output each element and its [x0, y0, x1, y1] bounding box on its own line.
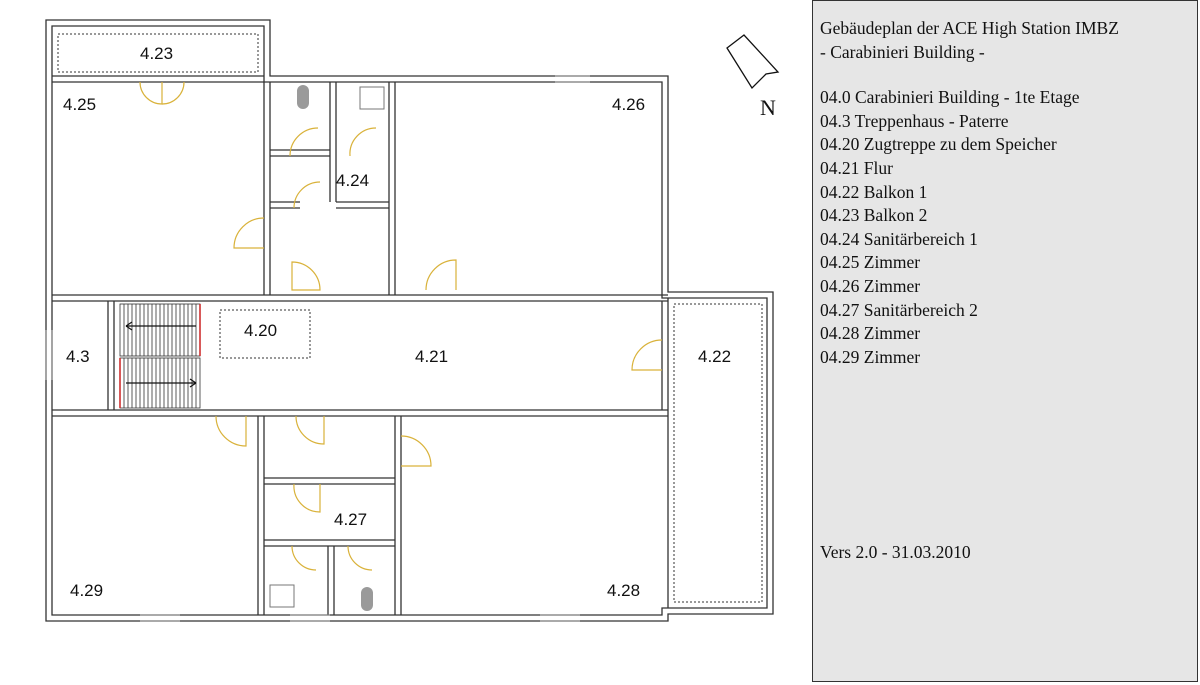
legend-version: Vers 2.0 - 31.03.2010 — [820, 542, 971, 562]
legend-item: 04.25 Zimmer — [820, 252, 921, 273]
room-label-4-22: 4.22 — [698, 347, 731, 366]
room-label-4-25: 4.25 — [63, 95, 96, 114]
windows — [45, 75, 590, 622]
room-label-4-3: 4.3 — [66, 347, 90, 366]
legend-item: 04.27 Sanitärbereich 2 — [820, 299, 978, 320]
door-swings — [139, 81, 663, 571]
north-label: N — [760, 95, 776, 120]
legend-item: 04.22 Balkon 1 — [820, 181, 928, 202]
room-label-4-24: 4.24 — [336, 171, 369, 190]
room-label-4-21: 4.21 — [415, 347, 448, 366]
north-arrow-icon: N — [726, 34, 780, 120]
legend-item: 04.20 Zugtreppe zu dem Speicher — [820, 134, 1057, 155]
room-label-4-27: 4.27 — [334, 510, 367, 529]
floor-plan: N 4.23 4.25 4.26 4.24 4.20 4.3 4.21 4.22… — [45, 19, 780, 622]
legend-list: 04.0 Carabinieri Building - 1te Etage 04… — [820, 86, 1197, 369]
legend-title: Gebäudeplan der ACE High Station IMBZ — [820, 18, 1119, 38]
walls — [45, 19, 774, 622]
legend-item: 04.26 Zimmer — [820, 275, 921, 296]
staircase — [119, 303, 201, 409]
room-label-4-26: 4.26 — [612, 95, 645, 114]
room-label-4-28: 4.28 — [607, 581, 640, 600]
legend-item: 04.3 Treppenhaus - Paterre — [820, 110, 1009, 131]
legend-subtitle: - Carabinieri Building - — [820, 41, 985, 62]
room-labels: 4.23 4.25 4.26 4.24 4.20 4.3 4.21 4.22 4… — [63, 44, 731, 600]
legend-item: 04.29 Zimmer — [820, 346, 921, 367]
legend-item: 04.28 Zimmer — [820, 323, 921, 344]
legend-item: 04.0 Carabinieri Building - 1te Etage — [820, 87, 1080, 108]
legend-panel: Gebäudeplan der ACE High Station IMBZ - … — [812, 0, 1198, 682]
legend-item: 04.21 Flur — [820, 157, 893, 178]
room-label-4-23: 4.23 — [140, 44, 173, 63]
legend-item: 04.23 Balkon 2 — [820, 205, 928, 226]
balcony-outlines — [57, 33, 763, 603]
legend-item: 04.24 Sanitärbereich 1 — [820, 228, 978, 249]
room-label-4-29: 4.29 — [70, 581, 103, 600]
room-label-4-20: 4.20 — [244, 321, 277, 340]
sanitary-fixtures — [269, 85, 385, 611]
